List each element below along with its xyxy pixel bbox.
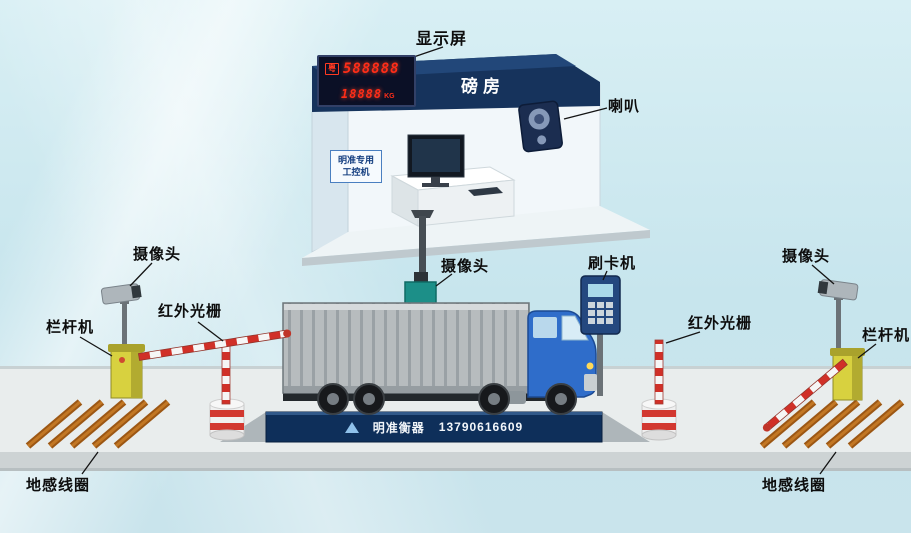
label-ir-grating-left: 红外光栅 — [158, 303, 223, 320]
label-ground-loop-left: 地感线圈 — [26, 477, 91, 494]
leader-lines — [79, 46, 877, 475]
license-plate-prefix: 粤 — [325, 63, 339, 75]
led-weight-sub: 18888 — [341, 87, 383, 101]
brand-logo-icon — [344, 421, 359, 433]
label-weigh-room: 磅房 — [461, 77, 505, 96]
ramp-right — [602, 412, 650, 442]
label-camera-left: 摄像头 — [133, 246, 182, 263]
right-camera — [817, 279, 859, 392]
led-row-weight-main: 粤 588888 — [325, 61, 408, 77]
truck-cab — [527, 310, 597, 398]
label-ir-grating-right: 红外光栅 — [688, 315, 753, 332]
truck-chassis — [283, 390, 560, 401]
led-row-weight-sub: 18888 KG — [325, 87, 408, 101]
monitor — [407, 134, 465, 187]
card-reader — [580, 275, 621, 396]
industrial-pc-line1: 明准专用 — [337, 155, 374, 165]
label-card-reader: 刷卡机 — [588, 255, 637, 272]
label-ground-loop-right: 地感线圈 — [762, 477, 827, 494]
ground-loop-right — [759, 399, 905, 449]
industrial-pc-label: 明准专用 工控机 — [330, 150, 382, 184]
keyboard — [468, 187, 503, 196]
left-ir-grating — [209, 339, 245, 441]
led-weight-main: 588888 — [343, 61, 400, 77]
industrial-pc-line2: 工控机 — [342, 166, 370, 177]
label-camera-right: 摄像头 — [782, 248, 831, 265]
ground-loop-left — [25, 399, 171, 449]
label-display-screen: 显示屏 — [416, 31, 468, 48]
label-horn: 喇叭 — [608, 98, 641, 115]
truck — [282, 302, 597, 415]
right-barrier-arm — [762, 358, 848, 432]
led-unit: KG — [384, 93, 395, 100]
right-ir-grating — [641, 339, 677, 441]
led-display: 粤 588888 18888 KG — [317, 55, 416, 107]
label-barrier-gate-left: 栏杆机 — [46, 319, 95, 336]
platform-brand: 明准衡器 — [372, 420, 425, 435]
weighbridge-platform — [265, 411, 603, 443]
platform-phone: 13790616609 — [438, 420, 524, 434]
horn-speaker-icon — [518, 100, 563, 153]
label-barrier-gate-right: 栏杆机 — [862, 327, 911, 344]
label-camera-center: 摄像头 — [441, 258, 490, 275]
truck-container — [282, 302, 530, 394]
platform-branding: 明准衡器 13790616609 — [266, 412, 602, 442]
left-barrier-machine — [108, 344, 145, 399]
left-barrier-arm — [137, 329, 292, 361]
